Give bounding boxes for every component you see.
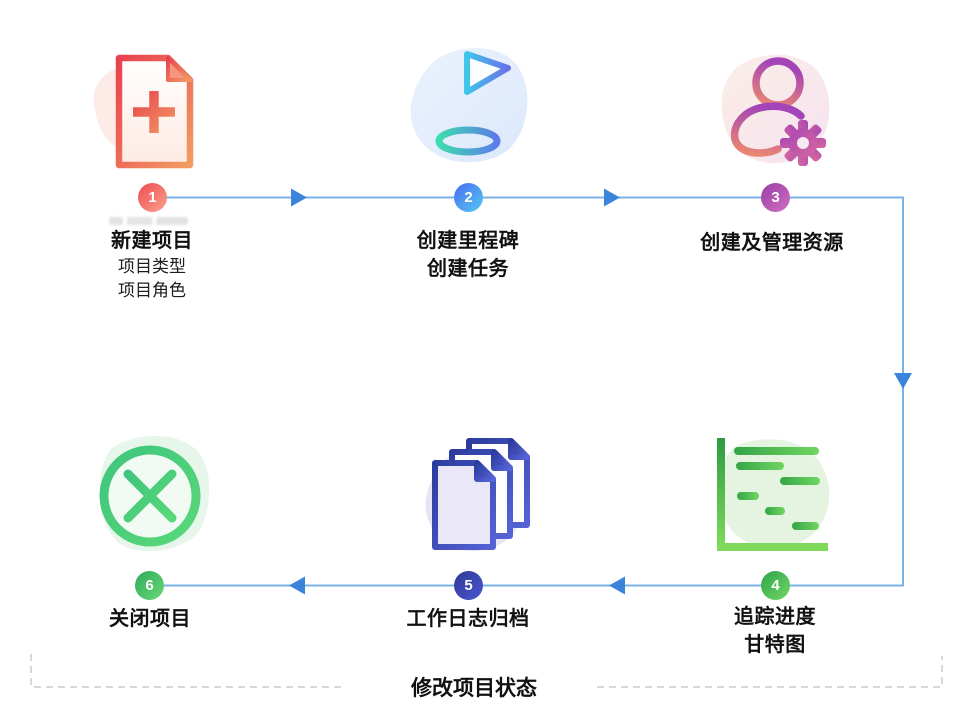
arrow-right-1-2 (291, 188, 307, 207)
user-gear-icon (706, 42, 846, 174)
step-1-label: 新建项目 项目类型 项目角色 (12, 227, 292, 303)
step-5-label: 工作日志归档 (328, 605, 608, 633)
erased-text-artifact (109, 217, 188, 225)
step-4-badge: 4 (761, 571, 790, 600)
step-3-badge: 3 (761, 183, 790, 212)
close-circle-icon (80, 430, 220, 562)
step-3-title: 创建及管理资源 (700, 232, 844, 254)
step-4-title-line-2: 甘特图 (744, 634, 806, 656)
step-2-label: 创建里程碑 创建任务 (328, 227, 608, 283)
step-6-title: 关闭项目 (109, 608, 191, 630)
step-2-badge: 2 (454, 183, 483, 212)
step-2-title-line-1: 创建里程碑 (416, 230, 520, 252)
gantt-chart-icon (706, 430, 846, 562)
step-6-badge: 6 (135, 571, 164, 600)
step-1-subtitle-2: 项目角色 (118, 281, 186, 300)
milestone-flag-icon (398, 38, 538, 170)
stacked-documents-icon (398, 430, 538, 562)
document-plus-icon (82, 42, 222, 174)
footer-label: 修改项目状态 (411, 677, 537, 700)
step-4-title-line-1: 追踪进度 (734, 606, 816, 628)
step-1-badge: 1 (138, 183, 167, 212)
arrow-left-5-6 (289, 576, 305, 595)
arrow-right-2-3 (604, 188, 620, 207)
step-1-subtitle-1: 项目类型 (118, 257, 186, 276)
step-4-label: 追踪进度 甘特图 (635, 603, 915, 659)
step-5-badge: 5 (454, 571, 483, 600)
arrow-down-3-4 (894, 373, 912, 389)
step-3-label: 创建及管理资源 (632, 229, 912, 257)
step-1-title: 新建项目 (111, 230, 193, 252)
arrow-left-4-5 (609, 576, 625, 595)
step-5-title: 工作日志归档 (406, 608, 530, 630)
step-2-title-line-2: 创建任务 (427, 258, 509, 280)
step-6-label: 关闭项目 (10, 605, 290, 633)
